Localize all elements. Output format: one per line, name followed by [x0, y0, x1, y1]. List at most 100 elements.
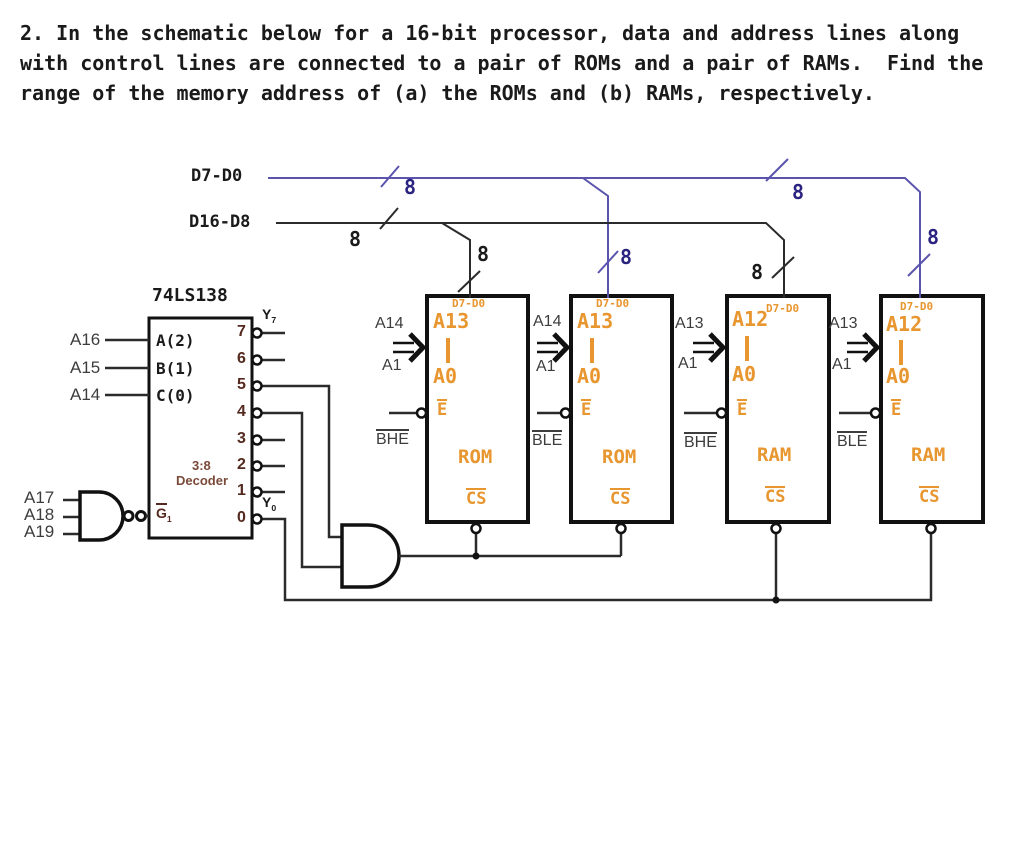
rom2-ble-text: BLE — [532, 430, 563, 449]
rom2-ble-label: BLE — [532, 430, 563, 450]
ram1-ext-addr-high: A13 — [675, 315, 704, 332]
ram1-bhe-text: BHE — [684, 432, 717, 451]
ram2-bus-label: D7-D0 — [900, 300, 934, 313]
g1-enable-label: G1 — [156, 503, 172, 524]
ram1-bhe-label: BHE — [684, 432, 717, 452]
decoder-pin-b: B(1) — [156, 359, 195, 378]
decoder-output-pin-4: 4 — [237, 403, 246, 420]
ram1-addr-low: A0 — [732, 362, 757, 386]
rom1-bus-label: D7-D0 — [452, 297, 486, 310]
nand-output-bubble — [122, 510, 135, 522]
ram2-enable-text: E — [891, 399, 902, 420]
rom2-cs-label: CS — [610, 488, 631, 509]
rom2-type-label: ROM — [602, 446, 637, 468]
rom1-enable-label: E — [437, 399, 448, 420]
junction-dot — [472, 552, 480, 560]
decoder-output-pin-0: 0 — [237, 509, 246, 526]
signal-a18: A18 — [24, 505, 55, 524]
bus-width-badge: 8 — [620, 245, 633, 269]
bus-label-d16-d8: D16-D8 — [189, 212, 251, 232]
rom1-addr-range-bar — [446, 338, 450, 363]
y7-output-label: Y7 — [262, 306, 276, 325]
ram1-cs-label: CS — [765, 486, 786, 507]
and-gate — [340, 523, 780, 604]
y0-letter: Y — [262, 494, 272, 510]
bus-width-badge: 8 — [751, 260, 764, 284]
rom1-ext-addr-low: A1 — [382, 357, 402, 374]
ram2-box — [879, 294, 985, 524]
decoder-pin-c: C(0) — [156, 386, 195, 405]
ram1-type-label: RAM — [757, 444, 792, 466]
ram2-cs-label: CS — [919, 486, 940, 507]
y0-sub: 0 — [271, 503, 277, 513]
bus-width-badge: 8 — [404, 175, 417, 199]
ram2-addr-low: A0 — [886, 364, 911, 388]
decoder-title: 74LS138 — [152, 285, 228, 306]
problem-text-line-1: 2. In the schematic below for a 16-bit p… — [20, 21, 960, 45]
rom1-addr-high: A13 — [433, 309, 470, 333]
problem-text-line-2: with control lines are connected to a pa… — [20, 51, 984, 75]
y0-output-label: Y0 — [262, 494, 277, 513]
signal-a19: A19 — [24, 522, 55, 541]
ram2-ext-addr-low: A1 — [832, 356, 852, 373]
bus-width-badge: 8 — [792, 180, 805, 204]
ram2-addr-range-bar — [899, 340, 903, 365]
decoder-type-line1: 3:8 — [192, 458, 211, 473]
nand-gate — [63, 490, 149, 542]
y7-letter: Y — [262, 306, 272, 322]
ram2-type-label: RAM — [911, 444, 946, 466]
ram1-box — [725, 294, 831, 524]
rom1-cs-label: CS — [466, 488, 487, 509]
problem-text-line-3: range of the memory address of (a) the R… — [20, 81, 875, 105]
rom1-box — [425, 294, 530, 524]
address-arrow-icon — [537, 332, 571, 363]
g1-input-bubble — [135, 510, 147, 522]
bus-label-d7-d0: D7-D0 — [191, 166, 243, 186]
ram1-addr-range-bar — [745, 336, 749, 361]
bus-width-badge: 8 — [927, 225, 940, 249]
decoder-output-wires — [261, 331, 933, 602]
rom2-cs-text: CS — [610, 488, 631, 509]
rom1-ext-addr-high: A14 — [375, 315, 404, 332]
rom1-addr-low: A0 — [433, 364, 458, 388]
ram2-ble-text: BLE — [837, 431, 868, 450]
rom1-type-label: ROM — [458, 446, 493, 468]
rom2-box — [569, 294, 674, 524]
decoder-output-pin-6: 6 — [237, 350, 246, 367]
ram1-enable-text: E — [737, 399, 748, 420]
signal-a14: A14 — [70, 385, 101, 404]
decoder-output-pin-2: 2 — [237, 456, 246, 473]
chip-select-bubbles — [470, 522, 937, 535]
bus-d7-d0-wires — [268, 158, 931, 298]
rom2-addr-high: A13 — [577, 309, 614, 333]
address-arrow-icon — [847, 332, 881, 363]
bus-width-badge: 8 — [477, 242, 490, 266]
decoder-output-pin-7: 7 — [237, 323, 246, 340]
rom1-bhe-text: BHE — [376, 429, 409, 448]
decoder-pin-bubbles — [251, 327, 263, 525]
junction-dot — [772, 596, 780, 604]
bus-d16-d8-wires — [276, 207, 795, 298]
ram1-bus-label: D7-D0 — [766, 302, 800, 315]
decoder-input-wires — [105, 338, 149, 397]
rom1-enable-text: E — [437, 399, 448, 420]
g1-sub: 1 — [166, 514, 172, 524]
ram2-ext-addr-high: A13 — [829, 315, 858, 332]
rom2-ext-addr-high: A14 — [533, 313, 562, 330]
rom2-addr-low: A0 — [577, 364, 602, 388]
decoder-output-pin-5: 5 — [237, 376, 246, 393]
rom1-cs-text: CS — [466, 488, 487, 509]
rom2-bus-label: D7-D0 — [596, 297, 630, 310]
ram2-addr-high: A12 — [886, 312, 923, 336]
address-arrows — [393, 332, 881, 363]
decoder-box — [147, 316, 254, 540]
rom2-enable-text: E — [581, 399, 592, 420]
rom2-enable-label: E — [581, 399, 592, 420]
ram1-enable-label: E — [737, 399, 748, 420]
rom1-bhe-label: BHE — [376, 429, 409, 449]
decoder-output-pin-1: 1 — [237, 482, 246, 499]
memory-chip-boxes — [425, 294, 985, 524]
bus-width-badge: 8 — [349, 227, 362, 251]
